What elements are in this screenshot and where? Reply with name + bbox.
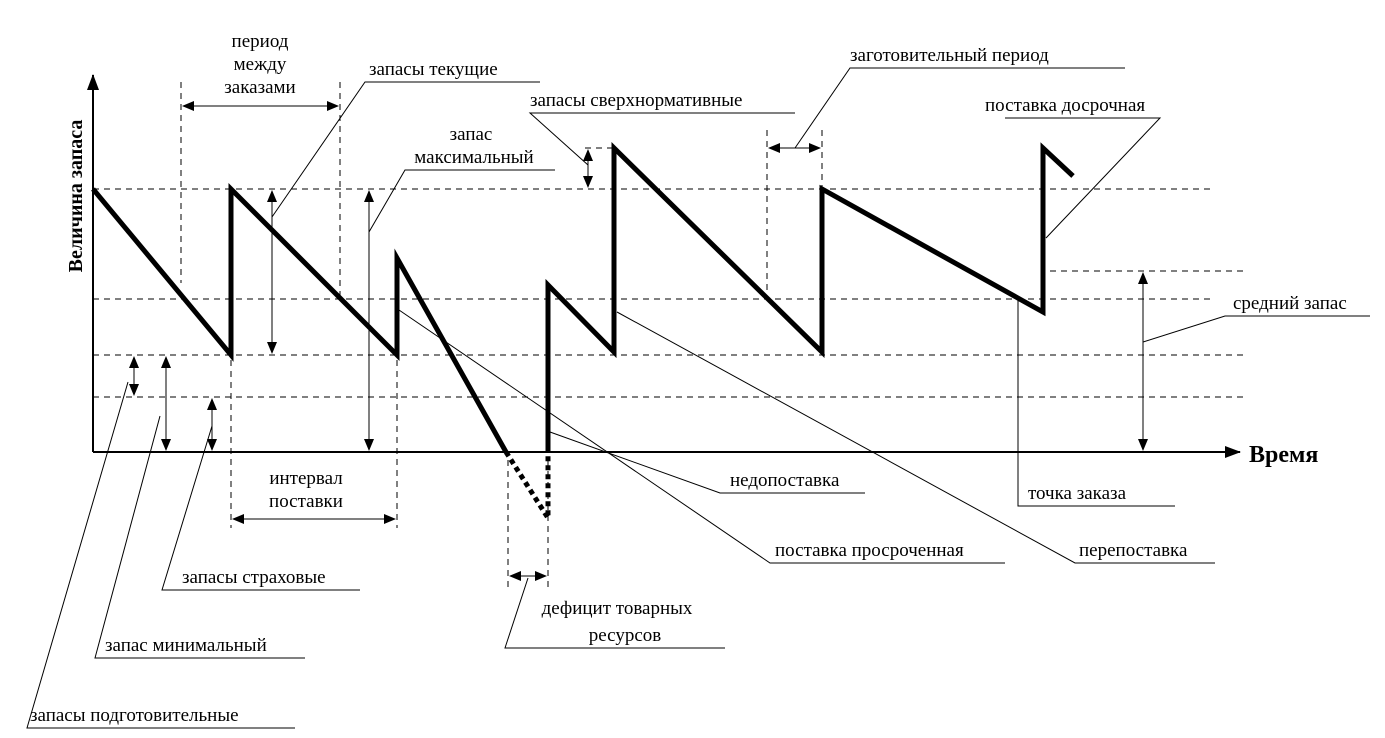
label-over-delivery: перепоставка xyxy=(1079,540,1188,561)
label-period-line-2: между xyxy=(234,54,287,75)
label-order-point: точка заказа xyxy=(1028,483,1127,504)
label-shortage-line-2: ресурсов xyxy=(589,625,662,646)
label-excess-stock: запасы сверхнормативные xyxy=(530,90,743,111)
label-max-stock-line-2: максимальный xyxy=(414,147,533,168)
leader-preparatory-stock xyxy=(26,381,295,729)
label-interval-line-2: поставки xyxy=(269,491,343,512)
label-early-delivery: поставка досрочная xyxy=(985,95,1145,116)
stock-level-curve xyxy=(91,182,509,454)
label-interval-line-1: интервал xyxy=(269,468,343,489)
label-safety-stock: запасы страховые xyxy=(182,567,326,588)
leader-over-delivery xyxy=(616,311,1215,564)
leader-shortage xyxy=(504,577,725,649)
label-under-delivery: недопоставка xyxy=(730,470,840,491)
leader-early-delivery xyxy=(1005,117,1162,239)
shortage-curve xyxy=(503,450,551,527)
stock-level-curve-2 xyxy=(545,142,1075,452)
leader-order-point xyxy=(1017,300,1175,507)
label-procurement-period: заготовительный период xyxy=(850,45,1049,66)
leader-excess-stock xyxy=(528,112,795,166)
label-average-stock: средний запас xyxy=(1233,293,1347,314)
leader-average-stock xyxy=(1142,315,1370,343)
leader-max-stock xyxy=(368,169,555,233)
leader-min-stock xyxy=(94,415,305,659)
label-preparatory-stock: запасы подготовительные xyxy=(30,705,239,726)
label-period-line-3: заказами xyxy=(224,77,295,98)
label-max-stock-line-1: запас xyxy=(450,124,493,145)
label-current-stock: запасы текущие xyxy=(369,59,498,80)
label-shortage-line-1: дефицит товарных xyxy=(542,598,693,619)
leader-current-stock xyxy=(271,81,540,218)
label-overdue-delivery: поставка просроченная xyxy=(775,540,964,561)
leader-overdue-delivery xyxy=(398,309,1005,564)
leader-safety-stock xyxy=(161,425,360,591)
leader-under-delivery xyxy=(549,431,865,494)
label-period-line-1: период xyxy=(232,31,289,52)
label-min-stock: запас минимальный xyxy=(105,635,267,656)
x-axis-label: Время xyxy=(1249,442,1318,468)
y-axis-label: Величина запаса xyxy=(65,120,87,273)
leader-procurement-period xyxy=(794,67,1125,149)
